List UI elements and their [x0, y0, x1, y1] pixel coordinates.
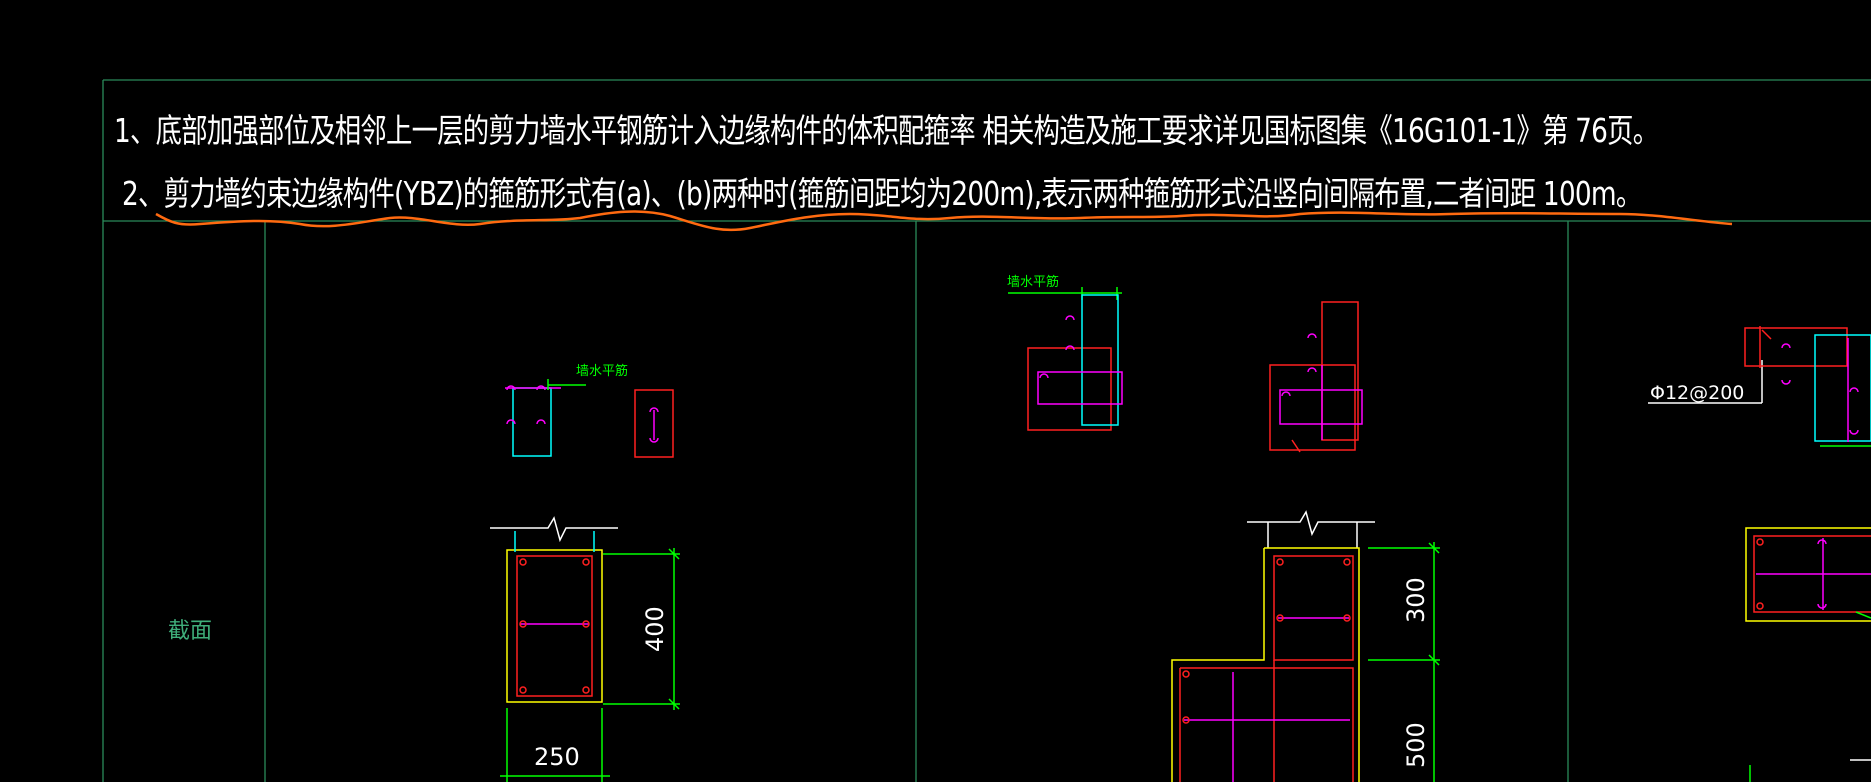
note-line-1: 1、底部加强部位及相邻上一层的剪力墙水平钢筋计入边缘构件的体积配箍率 相关构造及…	[114, 111, 1659, 150]
row-label-section: 截面	[168, 619, 212, 644]
detail-column-2: 墙水平筋	[1007, 274, 1440, 782]
rebar-spec-label: Φ12@200	[1650, 382, 1744, 404]
stirrup-1	[516, 555, 593, 697]
markup-underline	[155, 210, 1733, 232]
detail-column-3: Φ12@200	[1648, 326, 1871, 782]
wall-horizontal-label-2: 墙水平筋	[1007, 274, 1059, 290]
break-line-1	[490, 516, 618, 543]
stirrup-2-upper	[1273, 555, 1354, 661]
section-outline-3	[1745, 527, 1871, 622]
stirrup-2-lower	[1179, 667, 1354, 782]
table-grid	[102, 79, 1871, 782]
break-line-2	[1247, 510, 1375, 537]
small-detail-tie-d	[1269, 301, 1363, 453]
dimension-lines-1	[500, 548, 680, 782]
note-line-2: 2、剪力墙约束边缘构件(YBZ)的箍筋形式有(a)、(b)两种时(箍筋间距均为2…	[122, 174, 1642, 213]
dim-width-250: 250	[534, 743, 580, 771]
dim-height-400: 400	[641, 606, 669, 652]
small-detail-tie-c	[1027, 294, 1123, 431]
wall-horizontal-label-1: 墙水平筋	[576, 363, 628, 379]
dim-height-300: 300	[1402, 577, 1430, 623]
section-outline-1	[506, 549, 603, 703]
section-outline-2	[1171, 547, 1360, 782]
dimension-lines-2	[1368, 542, 1440, 782]
detail-column-1: 墙水平筋 400 250	[490, 363, 680, 782]
dim-height-500: 500	[1402, 722, 1430, 768]
small-detail-tie-b	[634, 389, 674, 458]
small-detail-tie-a	[505, 379, 586, 457]
